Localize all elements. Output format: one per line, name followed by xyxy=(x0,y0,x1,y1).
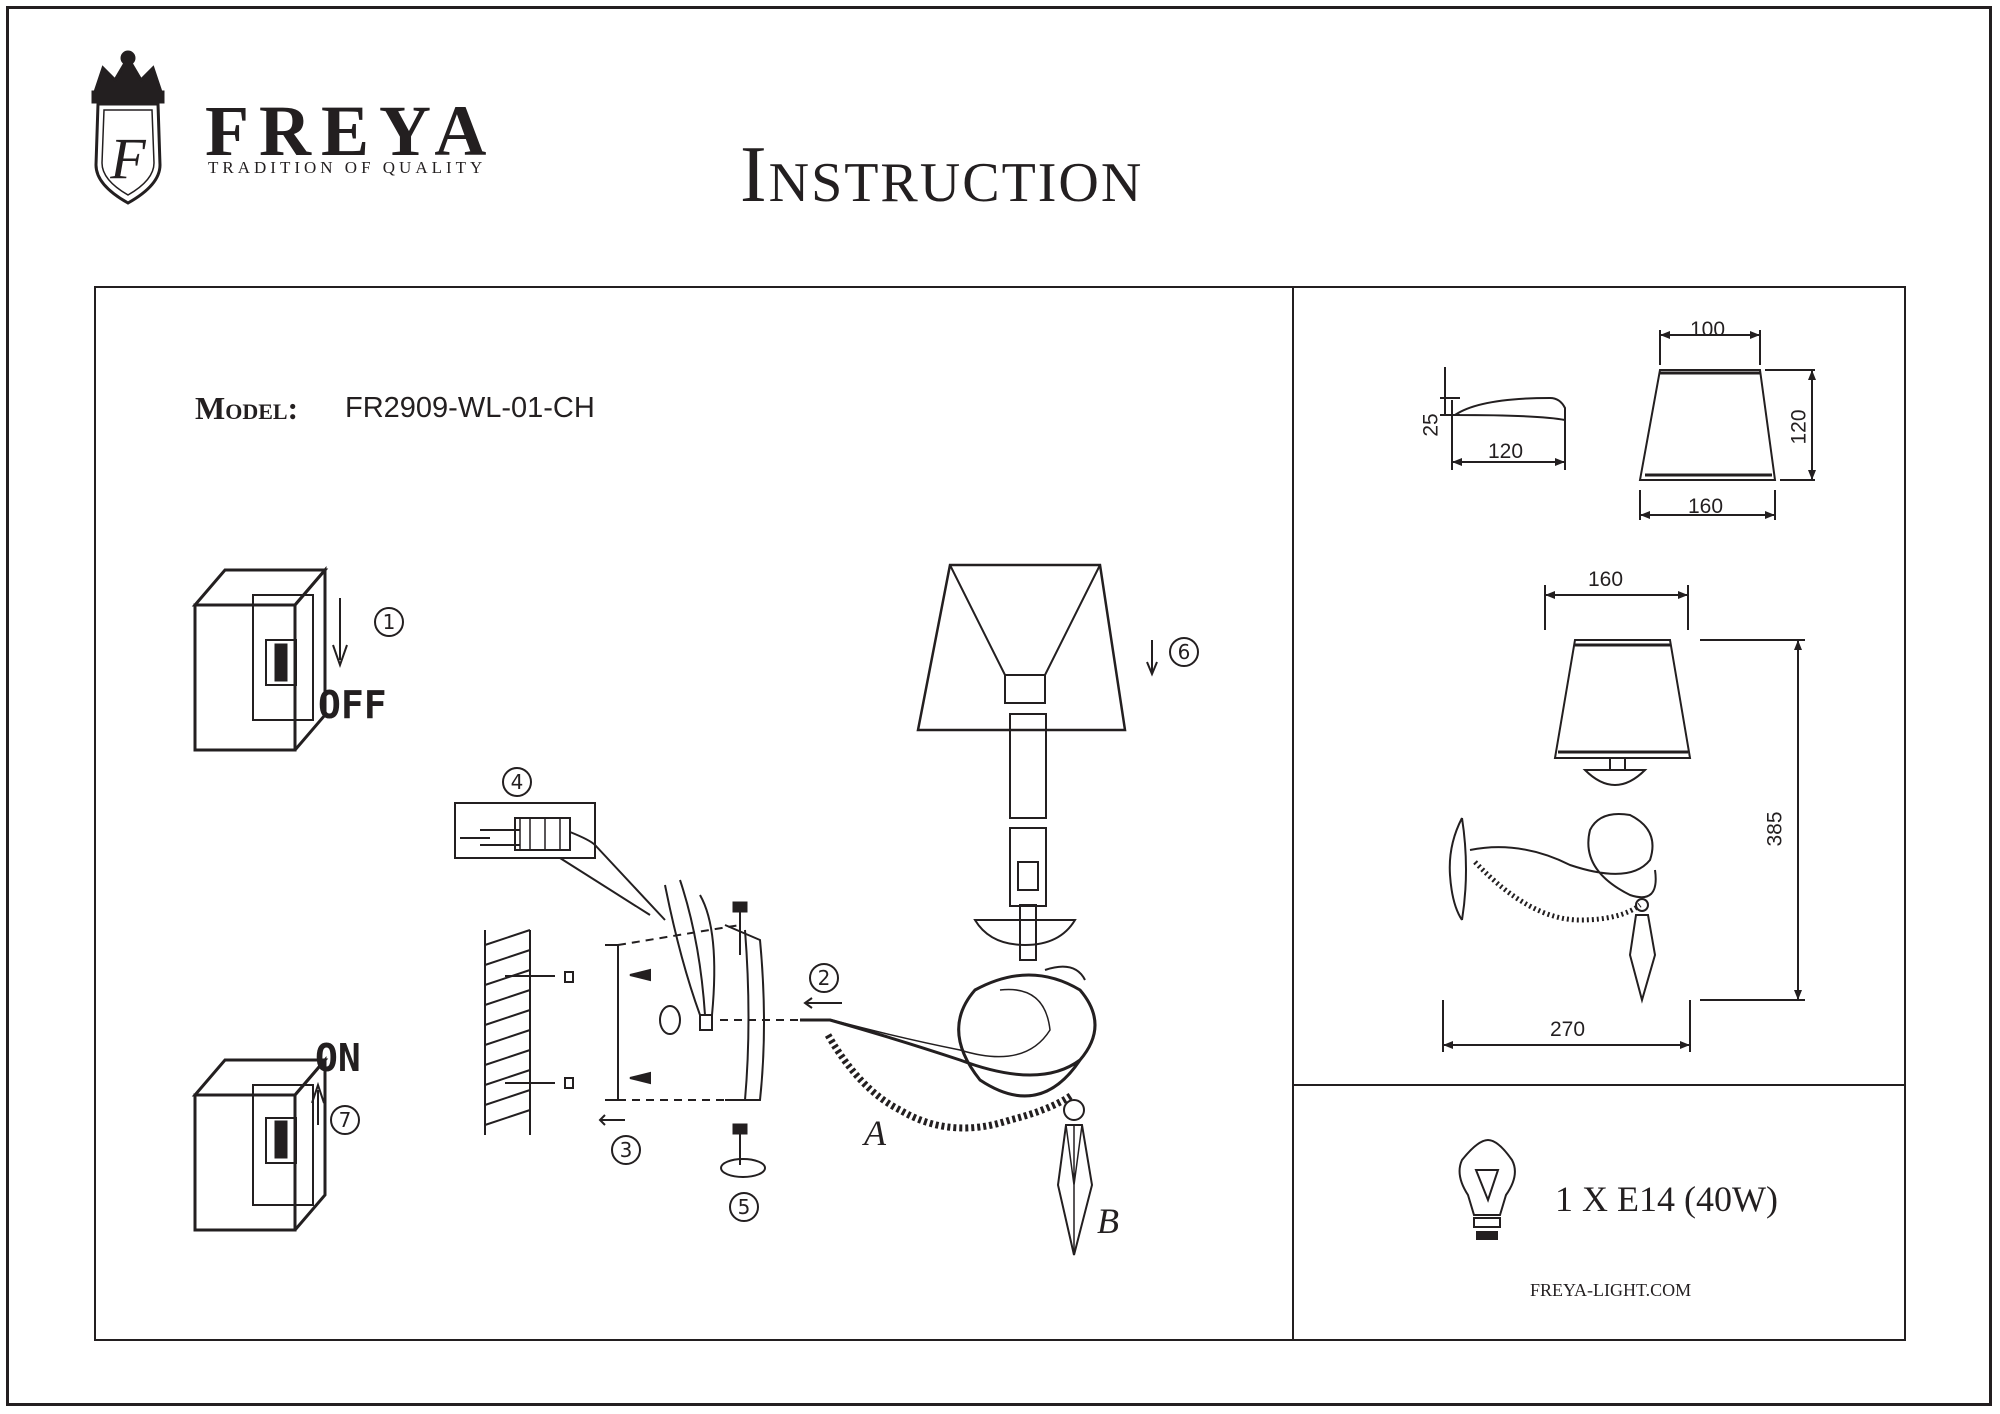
step-6-number: 6 xyxy=(1178,640,1191,664)
switch-off-label: OFF xyxy=(318,683,387,727)
shade-bottom-dim: 160 xyxy=(1688,495,1724,518)
part-a-label: A xyxy=(864,1113,886,1153)
part-b-label: B xyxy=(1097,1201,1119,1241)
model-label: Model: xyxy=(195,390,299,426)
bulb-spec: 1 X E14 (40W) xyxy=(1555,1179,1778,1219)
bulb-panel xyxy=(1292,1084,1906,1341)
step-5-number: 5 xyxy=(738,1195,751,1219)
step-7-number: 7 xyxy=(339,1108,352,1132)
switch-off-icon xyxy=(191,565,329,752)
shade-top-dim: 100 xyxy=(1690,318,1726,341)
lamp-width-dim: 160 xyxy=(1588,568,1624,591)
brand-tagline: TRADITION OF QUALITY xyxy=(208,158,487,177)
step-3-number: 3 xyxy=(620,1138,633,1162)
canopy-width-dim: 120 xyxy=(1488,440,1524,463)
switch-on-label: ON xyxy=(315,1036,361,1080)
lamp-depth-dim: 270 xyxy=(1550,1018,1586,1041)
model-number: FR2909-WL-01-CH xyxy=(345,392,595,424)
step-1-number: 1 xyxy=(383,610,396,634)
page-frame xyxy=(6,6,1992,1406)
website-link[interactable]: FREYA-LIGHT.COM xyxy=(1530,1280,1692,1300)
switch-on-icon xyxy=(191,1055,329,1232)
step-2-number: 2 xyxy=(818,966,831,990)
step-4-number: 4 xyxy=(511,770,524,794)
brand-name: FREYA xyxy=(205,91,497,171)
page-title: Instruction xyxy=(740,131,1144,219)
